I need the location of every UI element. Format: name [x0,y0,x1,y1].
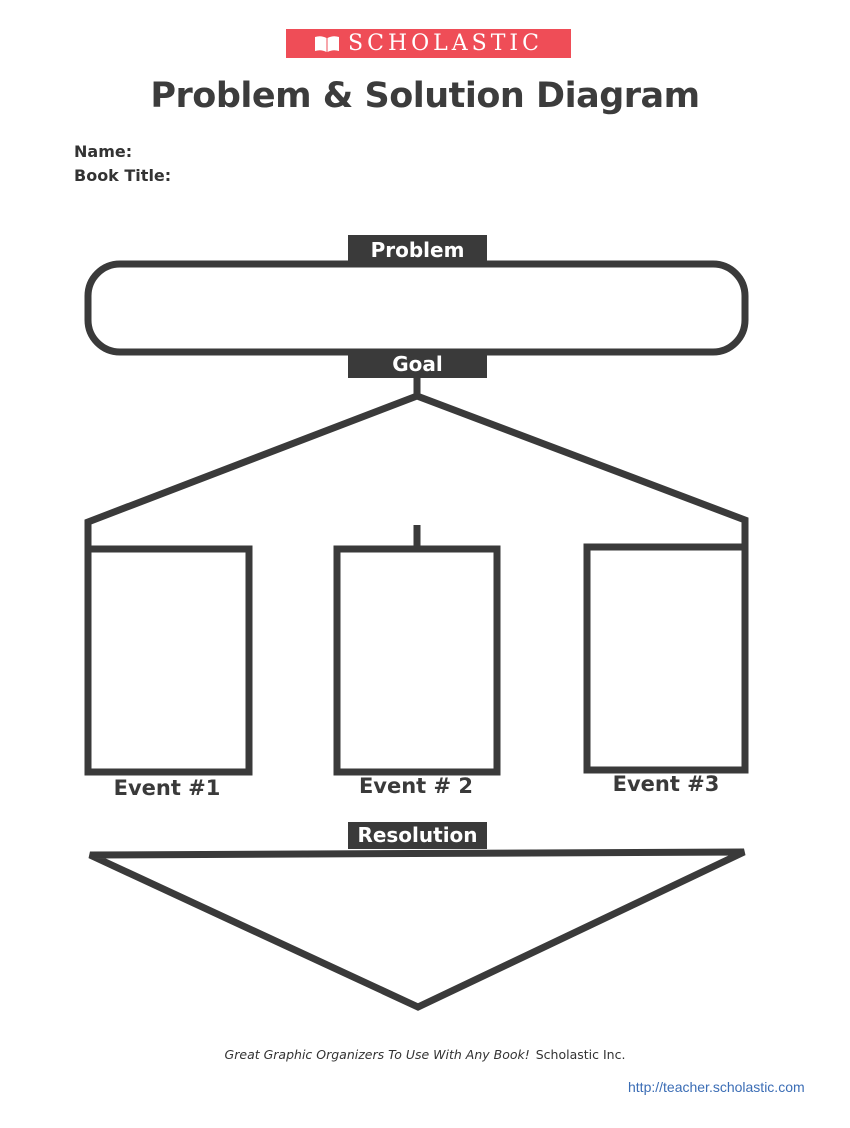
footer-url-link[interactable]: http://teacher.scholastic.com [628,1079,805,1095]
book-title-label: Book Title: [74,166,172,185]
event-2-box[interactable] [333,545,501,776]
name-label: Name: [74,142,133,161]
problem-label: Problem [348,235,487,265]
problem-box[interactable] [84,260,749,356]
page-title: Problem & Solution Diagram [150,76,700,116]
logo-text: SCHOLASTIC [348,31,543,56]
event-2-label: Event # 2 [358,774,474,798]
event-1-label: Event #1 [113,776,221,800]
footer-tagline: Great Graphic Organizers To Use With Any… [224,1047,530,1062]
resolution-triangle[interactable] [88,848,746,1011]
event-3-box[interactable] [583,543,749,774]
footer-publisher: Scholastic Inc. [535,1047,626,1062]
scholastic-logo: SCHOLASTIC [286,29,571,58]
resolution-label: Resolution [348,822,487,849]
footer: Great Graphic Organizers To Use With Any… [0,1047,850,1062]
event-3-label: Event #3 [612,772,720,796]
goal-label: Goal [348,350,487,378]
event-1-box[interactable] [84,545,253,776]
open-book-icon [315,35,340,52]
